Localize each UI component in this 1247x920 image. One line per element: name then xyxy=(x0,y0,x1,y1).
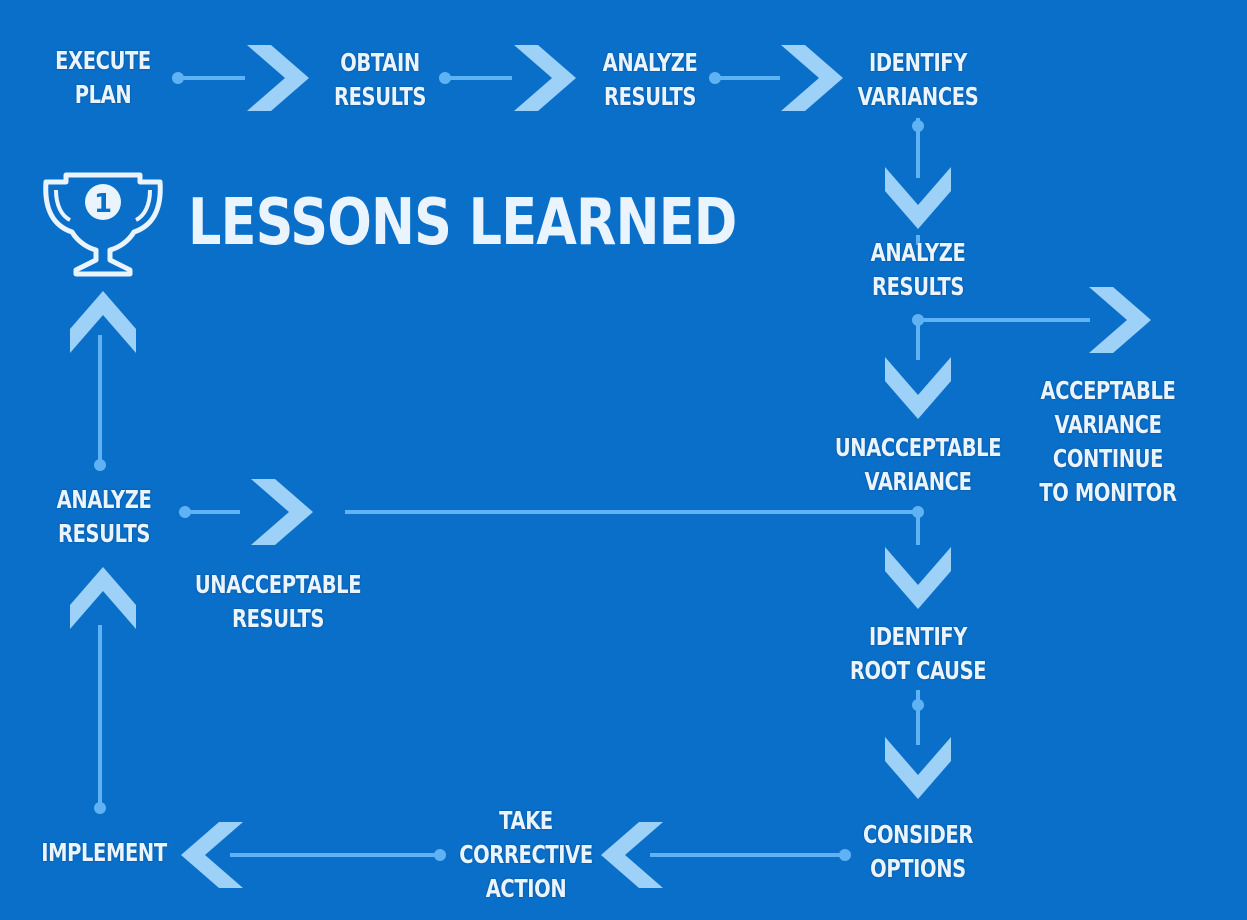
chevron-right-icon xyxy=(247,45,309,111)
step-label-line: PLAN xyxy=(74,80,132,109)
chevron-up-icon xyxy=(70,291,136,353)
svg-text:1: 1 xyxy=(94,189,112,219)
step-label-line: CONSIDER xyxy=(863,820,973,849)
chevron-right-icon xyxy=(251,479,313,545)
step-identify-root-cause: IDENTIFY ROOT CAUSE xyxy=(849,620,987,688)
step-label-line: ROOT CAUSE xyxy=(849,656,987,685)
step-label-line: OBTAIN xyxy=(340,48,420,77)
connector-lines xyxy=(98,76,1090,857)
connector-dot xyxy=(179,506,191,518)
connector-dot xyxy=(912,506,924,518)
step-unacceptable-results: UNACCEPTABLE RESULTS xyxy=(194,568,362,636)
chevron-arrows xyxy=(70,45,1151,888)
chevron-down-icon xyxy=(885,357,951,419)
step-obtain-results: OBTAIN RESULTS xyxy=(334,46,426,114)
connector-dot xyxy=(709,72,721,84)
step-label-line: RESULTS xyxy=(333,82,427,111)
step-label-line: CONTINUE xyxy=(1052,444,1164,473)
step-label-line: ANALYZE xyxy=(56,485,152,514)
step-label-line: ACTION xyxy=(485,874,567,903)
step-unacceptable-variance: UNACCEPTABLE VARIANCE xyxy=(834,431,1002,499)
connector-dots xyxy=(94,72,924,861)
step-take-corrective-action: TAKE CORRECTIVE ACTION xyxy=(459,804,593,906)
chevron-down-icon xyxy=(885,547,951,609)
page-title: LESSONS LEARNED xyxy=(188,186,737,260)
connector-dot xyxy=(912,699,924,711)
step-label-line: ACCEPTABLE xyxy=(1040,376,1176,405)
connector-dot xyxy=(434,849,446,861)
connector-dot xyxy=(912,120,924,132)
step-implement: IMPLEMENT xyxy=(41,836,167,870)
step-consider-options: CONSIDER OPTIONS xyxy=(863,818,973,886)
step-label-line: UNACCEPTABLE xyxy=(834,433,1002,462)
connector-dot xyxy=(839,849,851,861)
step-label-line: TO MONITOR xyxy=(1039,478,1177,507)
step-identify-variances: IDENTIFY VARIANCES xyxy=(858,46,979,114)
chevron-down-icon xyxy=(885,167,951,229)
trophy-icon: 1 xyxy=(43,172,163,277)
step-execute-plan: EXECUTE PLAN xyxy=(55,44,151,112)
connector-dot xyxy=(94,802,106,814)
connector-dot xyxy=(439,72,451,84)
connector-dot xyxy=(94,459,106,471)
chevron-left-icon xyxy=(601,822,663,888)
step-label-line: IDENTIFY xyxy=(869,48,967,77)
step-label-line: OPTIONS xyxy=(870,854,966,883)
step-label-line: VARIANCE xyxy=(1054,410,1162,439)
chevron-down-icon xyxy=(885,737,951,799)
step-label-line: IMPLEMENT xyxy=(41,838,167,867)
chevron-right-icon xyxy=(1089,287,1151,353)
step-label-line: IDENTIFY xyxy=(869,622,967,651)
step-label-line: ANALYZE xyxy=(602,48,698,77)
chevron-left-icon xyxy=(181,822,243,888)
step-label-line: TAKE xyxy=(499,806,553,835)
chevron-up-icon xyxy=(70,567,136,629)
step-label-line: VARIANCES xyxy=(857,82,979,111)
chevron-right-icon xyxy=(514,45,576,111)
step-label-line: CORRECTIVE xyxy=(459,840,593,869)
step-analyze-results-right: ANALYZE RESULTS xyxy=(871,236,966,304)
chevron-right-icon xyxy=(781,45,843,111)
connector-dot xyxy=(912,314,924,326)
step-label-line: VARIANCE xyxy=(864,467,972,496)
step-analyze-results-top: ANALYZE RESULTS xyxy=(603,46,698,114)
step-label-line: ANALYZE xyxy=(870,238,966,267)
connector-dot xyxy=(172,72,184,84)
step-label-line: RESULTS xyxy=(231,604,325,633)
step-analyze-results-left: ANALYZE RESULTS xyxy=(57,483,152,551)
step-label-line: EXECUTE xyxy=(55,46,151,75)
step-label-line: UNACCEPTABLE xyxy=(194,570,362,599)
step-acceptable-variance: ACCEPTABLE VARIANCE CONTINUE TO MONITOR xyxy=(1039,374,1177,510)
step-label-line: RESULTS xyxy=(57,519,151,548)
step-label-line: RESULTS xyxy=(603,82,697,111)
step-label-line: RESULTS xyxy=(871,272,965,301)
